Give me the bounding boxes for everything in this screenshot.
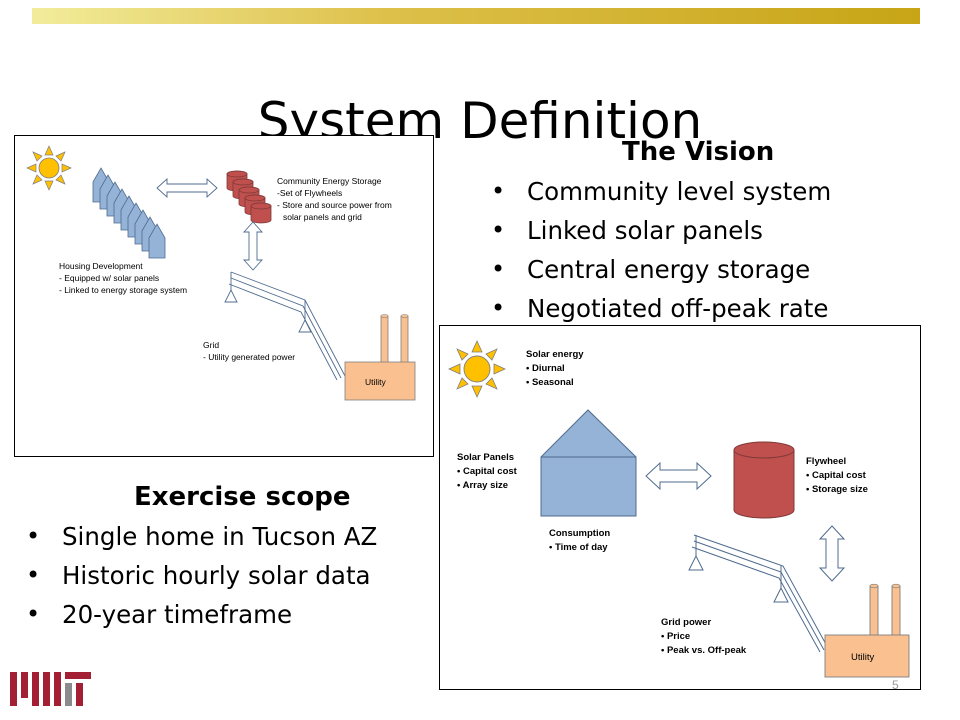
solar-panels-item: • Array size [457,480,508,491]
flywheel-title: Flywheel [806,456,846,467]
solar-panels-item: • Capital cost [457,466,518,477]
scope-list: Single home in Tucson AZ Historic hourly… [26,517,377,634]
double-arrow-icon [645,461,712,491]
utility-label: Utility [851,652,874,663]
grid-line-1: - Utility generated power [203,352,295,362]
house-row-icon [92,167,166,259]
housing-title: Housing Development [59,261,143,271]
housing-line-1: - Equipped w/ solar panels [59,273,159,283]
house-icon [540,409,637,517]
grid-power-title: Grid power [661,617,711,628]
vision-list: Community level system Linked solar pane… [491,172,831,328]
double-arrow-icon [156,177,218,199]
page-number: 5 [892,678,899,692]
grid-title: Grid [203,340,219,350]
storage-title: Community Energy Storage [277,176,382,186]
grid-power-item: • Price [661,631,690,642]
flywheel-stack-icon [226,170,272,224]
solar-energy-item: • Diurnal [526,363,565,374]
solar-energy-item: • Seasonal [526,377,574,388]
power-line-icon [224,271,346,381]
utility-plant-icon [344,314,416,401]
scope-bullet: 20-year timeframe [26,595,377,634]
top-accent-bar [32,8,920,24]
utility-plant-icon [824,583,910,678]
housing-line-2: - Linked to energy storage system [59,285,187,295]
vertical-double-arrow-icon [242,221,264,271]
flywheel-item: • Storage size [806,484,868,495]
vision-bullet: Negotiated off-peak rate [491,289,831,328]
community-diagram: Community Energy Storage -Set of Flywhee… [14,135,434,457]
consumption-title: Consumption [549,528,610,539]
flywheel-item: • Capital cost [806,470,867,481]
power-line-icon [688,534,829,653]
sun-icon [448,340,506,398]
solar-panels-title: Solar Panels [457,452,514,463]
flywheel-icon [733,441,795,519]
utility-label: Utility [365,377,387,387]
storage-line-2: - Store and source power from [277,200,392,210]
solar-energy-title: Solar energy [526,349,584,360]
mit-logo [10,672,91,706]
sun-icon [26,145,72,191]
scope-bullet: Historic hourly solar data [26,556,377,595]
consumption-item: • Time of day [549,542,608,553]
storage-line-1: -Set of Flywheels [277,188,342,198]
vision-bullet: Central energy storage [491,250,831,289]
vision-bullet: Linked solar panels [491,211,831,250]
home-diagram: Solar energy • Diurnal • Seasonal Solar … [439,325,921,690]
scope-heading: Exercise scope [134,482,351,512]
grid-power-item: • Peak vs. Off-peak [661,645,747,656]
storage-line-3: solar panels and grid [283,212,362,222]
scope-bullet: Single home in Tucson AZ [26,517,377,556]
vision-heading: The Vision [622,137,775,167]
vision-bullet: Community level system [491,172,831,211]
vertical-double-arrow-icon [818,525,846,582]
